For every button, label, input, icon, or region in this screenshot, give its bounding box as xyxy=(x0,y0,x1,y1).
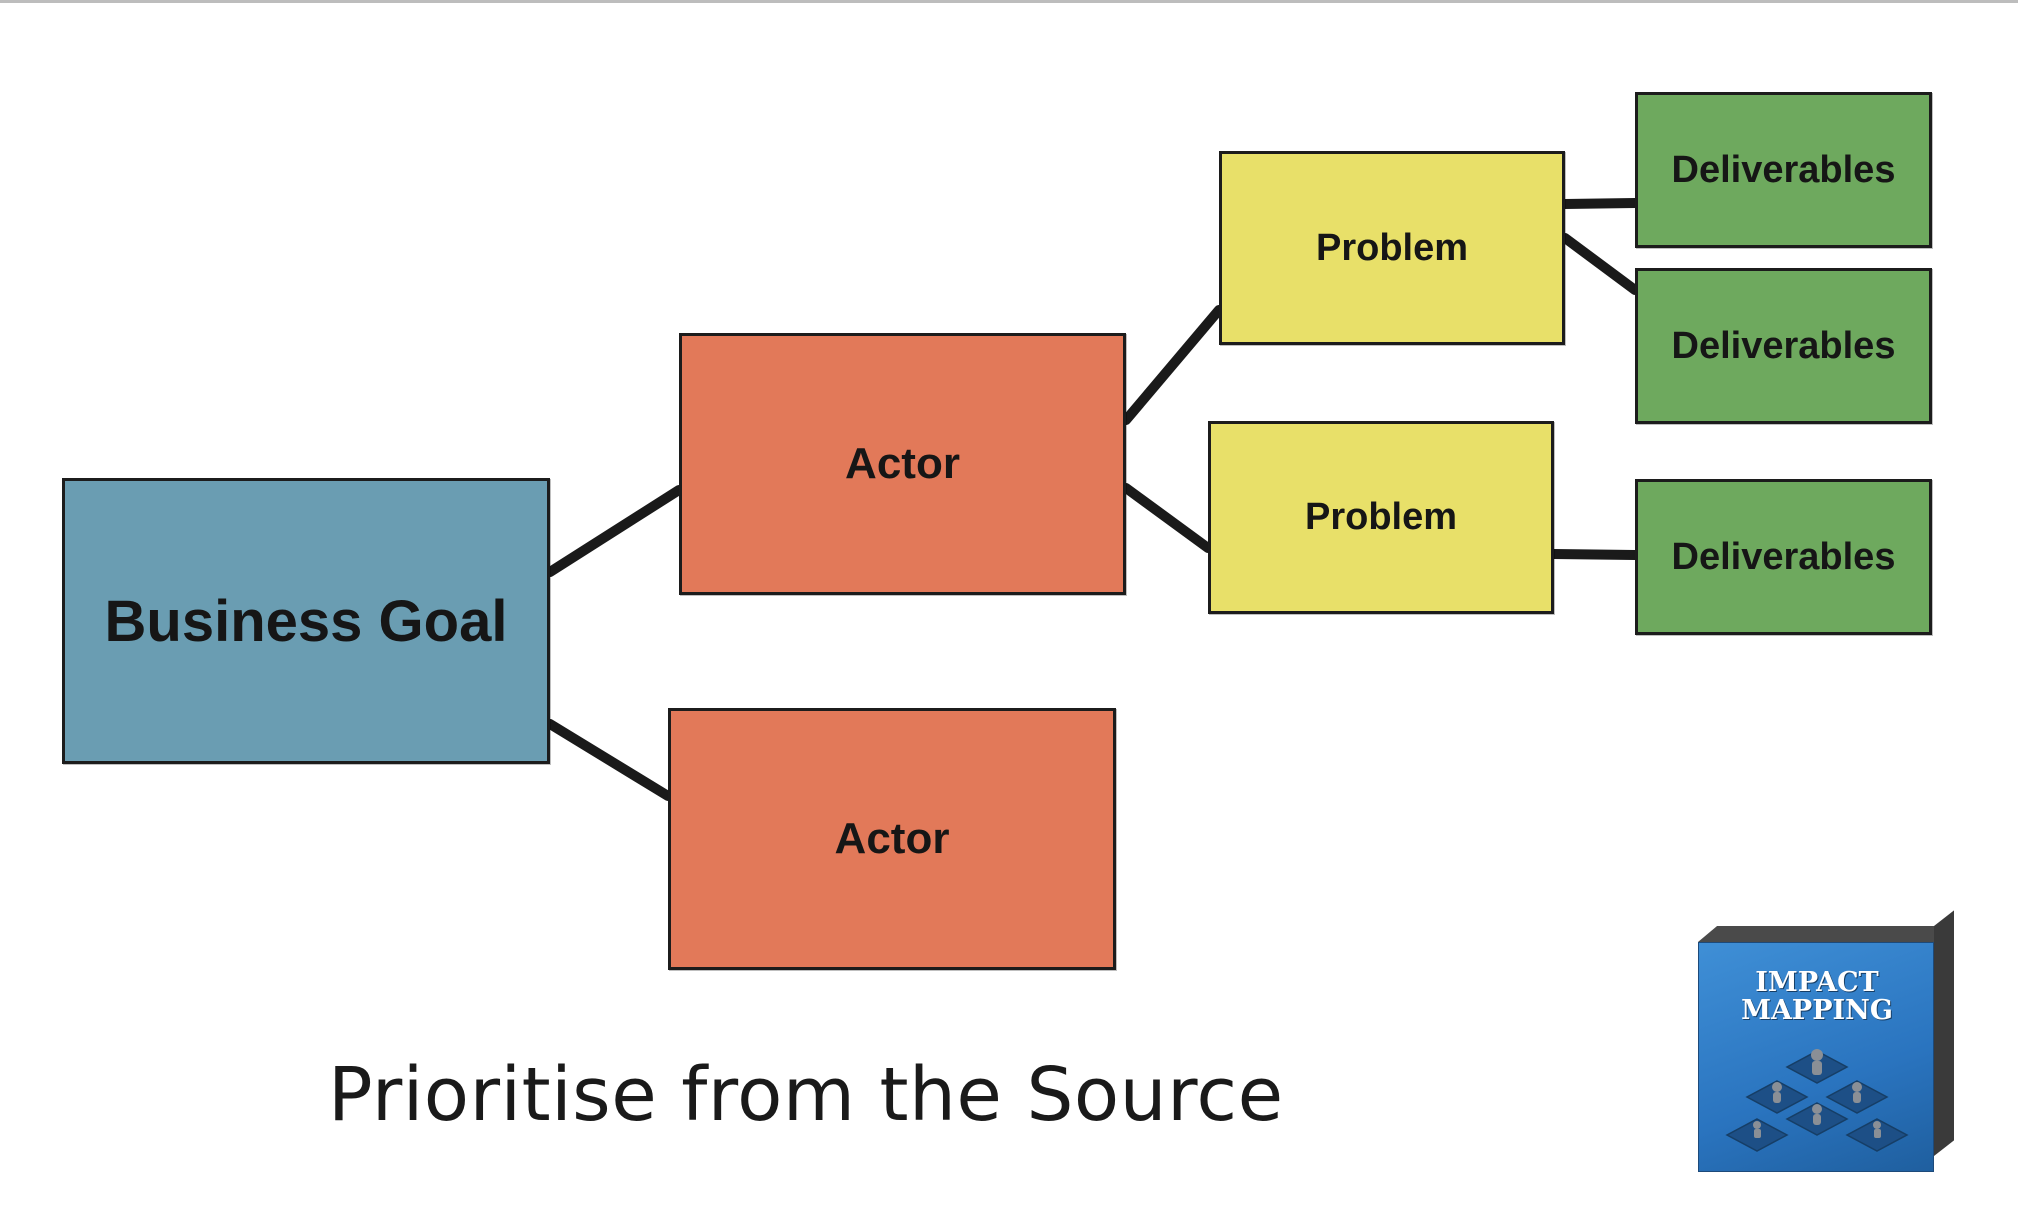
business-goal-label: Business Goal xyxy=(104,588,508,654)
deliverables-label: Deliverables xyxy=(1671,324,1896,367)
book-cover-illustration xyxy=(1725,1049,1909,1152)
edge-problem-2-deliverable-3 xyxy=(1549,549,1640,560)
edge-problem-1-deliverable-1 xyxy=(1560,198,1640,209)
book-front-cover: IMPACT MAPPING xyxy=(1698,942,1934,1172)
deliverables-label: Deliverables xyxy=(1671,148,1896,191)
actor-box: Actor xyxy=(668,708,1116,970)
problem-box: Problem xyxy=(1208,421,1554,614)
edge-actor-1-problem-2 xyxy=(1121,483,1213,553)
deliverables-box: Deliverables xyxy=(1635,268,1932,424)
edge-actor-1-problem-1 xyxy=(1121,305,1224,425)
deliverables-box: Deliverables xyxy=(1635,479,1932,635)
edge-goal-actor-2 xyxy=(545,719,673,801)
top-divider xyxy=(0,0,2018,3)
book-title: IMPACT MAPPING xyxy=(1699,969,1935,1025)
business-goal-box: Business Goal xyxy=(62,478,550,764)
book-title-line-1: IMPACT xyxy=(1755,967,1879,998)
deliverables-label: Deliverables xyxy=(1671,535,1896,578)
problem-label: Problem xyxy=(1304,496,1458,538)
book-title-line-2: MAPPING xyxy=(1741,995,1893,1026)
impact-mapping-book-cover: IMPACT MAPPING xyxy=(1698,910,1954,1172)
actor-box: Actor xyxy=(679,333,1126,595)
book-spine xyxy=(1934,910,1954,1156)
problem-box: Problem xyxy=(1219,151,1565,345)
actor-label: Actor xyxy=(834,814,950,863)
problem-label: Problem xyxy=(1315,226,1469,269)
edge-problem-1-deliverable-2 xyxy=(1560,233,1640,295)
book-top-edge xyxy=(1698,926,1954,942)
deliverables-box: Deliverables xyxy=(1635,92,1932,248)
edge-goal-actor-1 xyxy=(545,485,684,577)
slide-caption: Prioritise from the Source xyxy=(328,1052,1284,1138)
actor-label: Actor xyxy=(845,439,960,488)
